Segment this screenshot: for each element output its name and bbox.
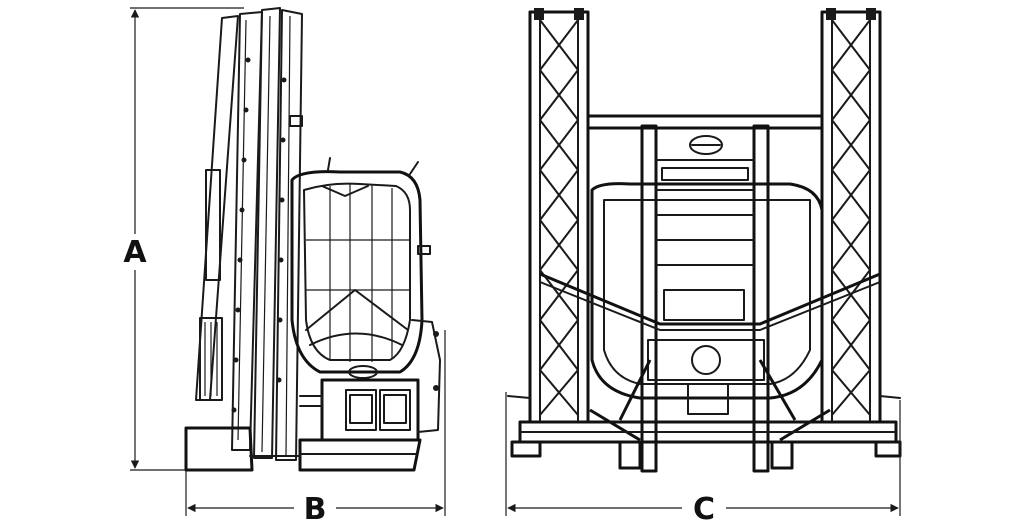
dimension-c-label: C bbox=[693, 492, 715, 524]
folded-boom-side bbox=[195, 7, 303, 461]
boom-column-right bbox=[820, 8, 882, 424]
base-frame-rear bbox=[507, 395, 902, 470]
side-view bbox=[184, 7, 441, 472]
top-crossbeam bbox=[586, 114, 824, 155]
dimension-c: C bbox=[505, 392, 901, 524]
dimension-a-label: A bbox=[123, 235, 147, 270]
stabilizer-arms bbox=[539, 272, 881, 442]
center-frame bbox=[640, 124, 770, 473]
chassis-side bbox=[184, 319, 441, 472]
boom-column-left bbox=[528, 8, 590, 424]
tank-rear bbox=[590, 182, 824, 400]
dimension-b-label: B bbox=[304, 492, 327, 524]
dimension-b: B bbox=[185, 330, 446, 524]
tank-side bbox=[290, 157, 431, 379]
dimension-a: A bbox=[123, 7, 252, 471]
rear-view bbox=[507, 8, 902, 473]
